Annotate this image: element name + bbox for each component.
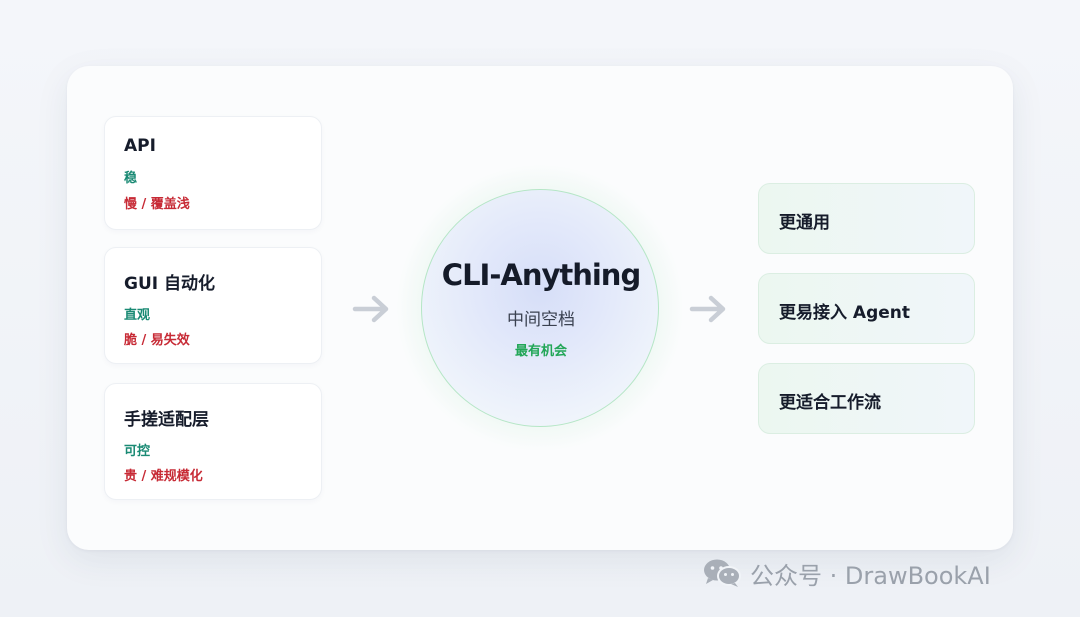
source-card-title: 手搓适配层 [124, 410, 209, 430]
watermark-text: 公众号 · DrawBookAI [750, 561, 991, 590]
source-card-pro: 可控 [124, 444, 151, 459]
center-note: 最有机会 [514, 344, 567, 359]
source-card-pro: 稳 [124, 171, 138, 186]
center-title: CLI-Anything [441, 258, 641, 292]
source-card-title: GUI 自动化 [124, 274, 216, 294]
arrow-right-icon [689, 295, 726, 323]
benefit-label: 更适合工作流 [779, 393, 881, 413]
benefit-label: 更通用 [779, 213, 830, 233]
source-card-gui-automation: GUI 自动化 直观 脆 / 易失效 [104, 247, 322, 364]
source-card-con: 贵 / 难规模化 [124, 469, 203, 484]
source-card-con: 脆 / 易失效 [124, 333, 190, 348]
benefit-card-workflow: 更适合工作流 [758, 363, 975, 434]
source-card-title: API [124, 136, 156, 156]
center-subtitle: 中间空档 [507, 310, 575, 330]
benefit-label: 更易接入 Agent [779, 303, 911, 323]
benefit-card-agent: 更易接入 Agent [758, 273, 975, 344]
watermark: 公众号 · DrawBookAI [702, 557, 991, 590]
benefit-card-general: 更通用 [758, 183, 975, 254]
source-card-handmade-adapter: 手搓适配层 可控 贵 / 难规模化 [104, 383, 322, 500]
source-card-con: 慢 / 覆盖浅 [124, 197, 190, 212]
wechat-icon [704, 559, 741, 587]
source-card-api: API 稳 慢 / 覆盖浅 [104, 116, 322, 230]
arrow-right-icon [352, 295, 389, 323]
center-node: CLI-Anything 中间空档 最有机会 [421, 189, 659, 427]
source-card-pro: 直观 [124, 308, 151, 323]
